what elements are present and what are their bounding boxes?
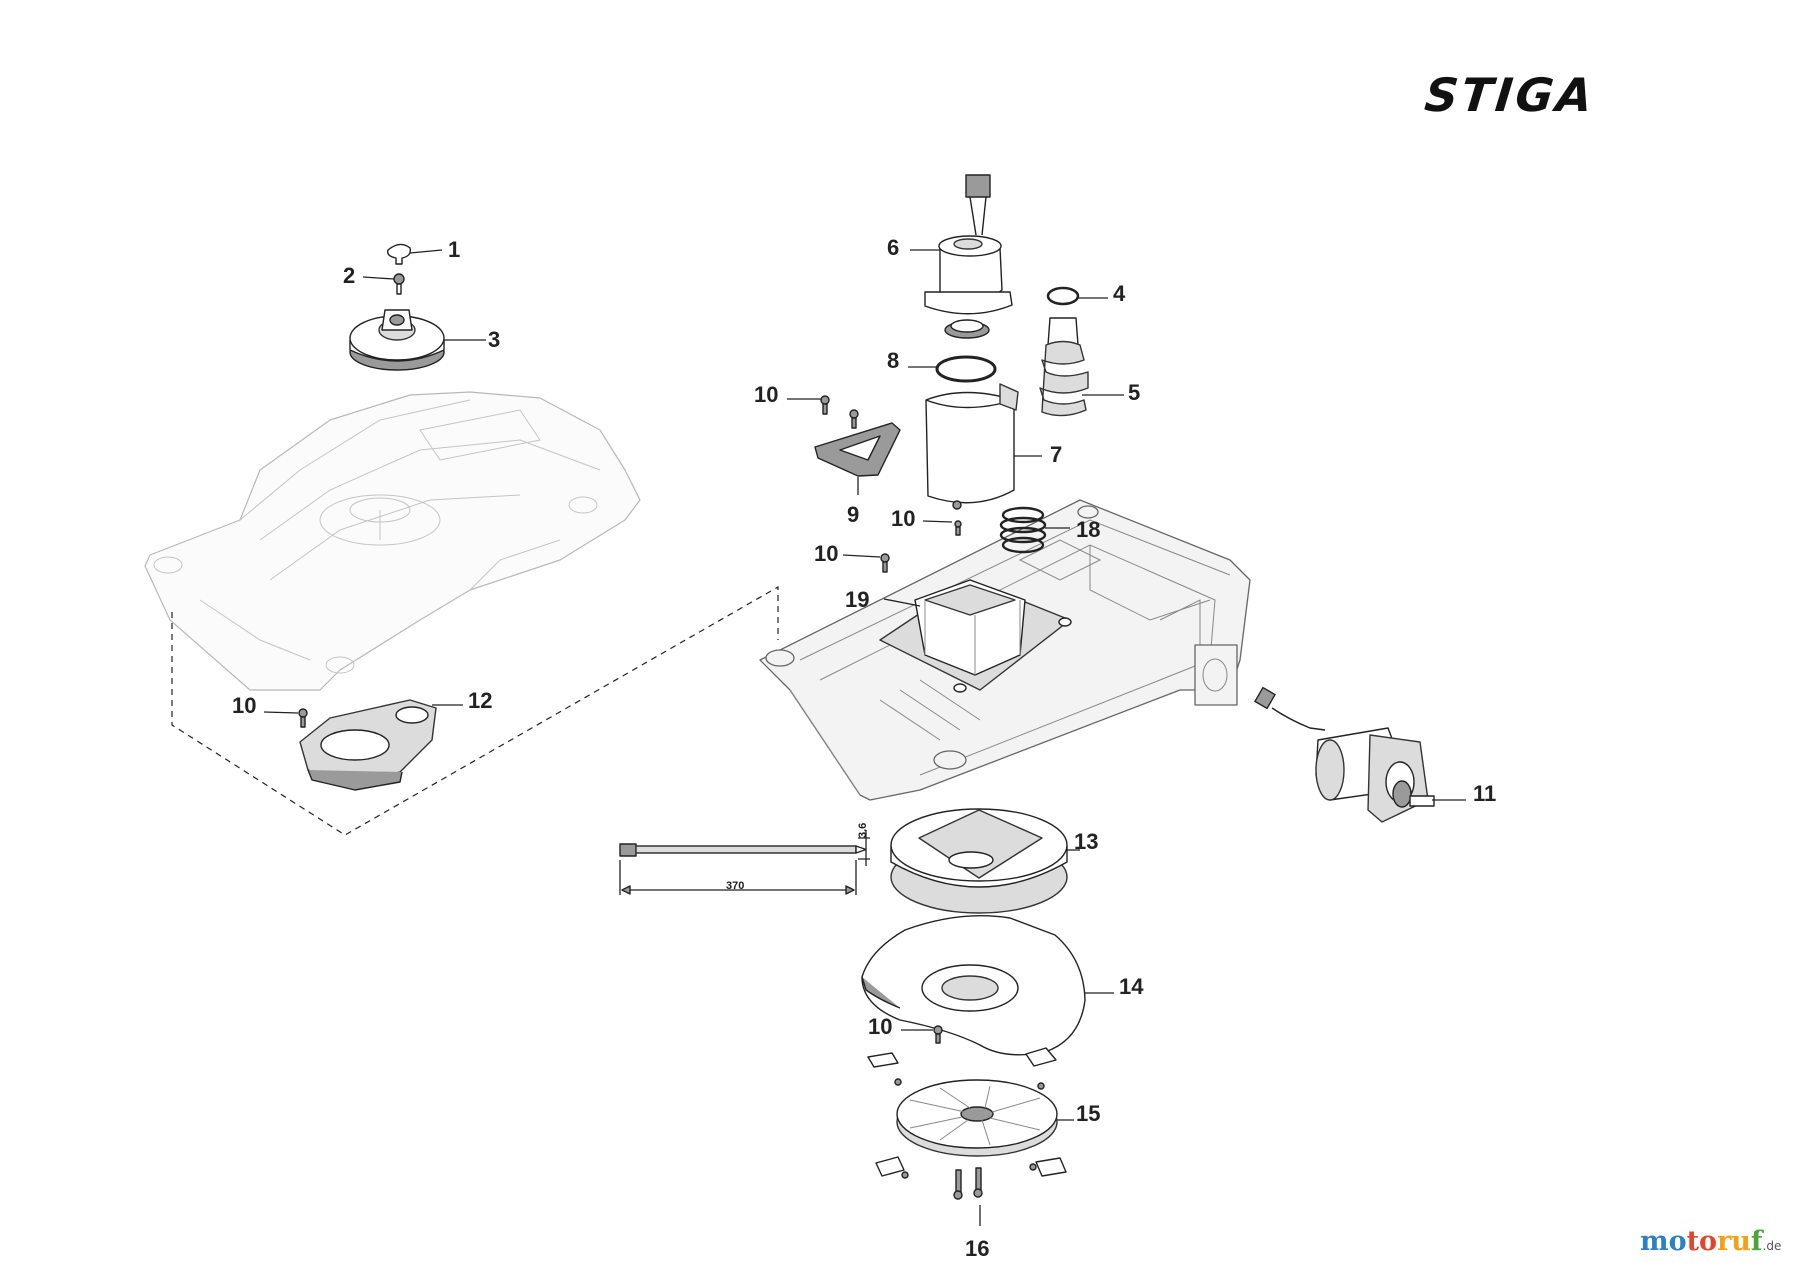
screw-2 — [393, 273, 405, 295]
callout-9: 9 — [847, 502, 859, 527]
o-ring-8 — [935, 355, 997, 383]
callout-18: 18 — [1076, 517, 1100, 542]
screw-10-d — [880, 553, 890, 573]
callout-10-c: 10 — [814, 541, 838, 566]
watermark-part-d: f — [1750, 1226, 1763, 1257]
height-dial — [349, 309, 445, 371]
watermark: motoruf.de — [1640, 1226, 1781, 1257]
callout-1: 1 — [448, 237, 460, 262]
bellows — [1039, 317, 1089, 417]
callout-12: 12 — [468, 688, 492, 713]
callout-7: 7 — [1050, 442, 1062, 467]
callout-8: 8 — [887, 348, 899, 373]
height-actuator — [1254, 686, 1435, 823]
chassis-housing — [759, 499, 1251, 801]
blade-disc — [896, 1079, 1058, 1157]
callout-labels: 1 2 3 4 5 6 7 8 9 10 10 10 10 10 11 12 1… — [232, 235, 1496, 1261]
callout-2: 2 — [343, 263, 355, 288]
o-ring-4 — [1046, 286, 1080, 306]
callout-15: 15 — [1076, 1101, 1100, 1126]
blade-guard — [861, 915, 1086, 1056]
watermark-part-a: mo — [1640, 1226, 1687, 1257]
pulley — [890, 808, 1068, 914]
motor-can — [925, 383, 1019, 510]
callout-6: 6 — [887, 235, 899, 260]
screw-10-a — [820, 395, 830, 415]
watermark-part-c: ru — [1717, 1226, 1751, 1257]
upper-body-ghost — [144, 391, 641, 691]
callout-10-a: 10 — [754, 382, 778, 407]
callout-14: 14 — [1119, 974, 1144, 999]
spring — [999, 506, 1047, 554]
cable-tie — [619, 830, 870, 895]
callout-3: 3 — [488, 327, 500, 352]
callout-10-e: 10 — [868, 1014, 892, 1039]
watermark-tld: .de — [1762, 1239, 1782, 1253]
callout-5: 5 — [1128, 380, 1140, 405]
screw-10-f — [933, 1025, 943, 1044]
screw-10-e — [298, 708, 308, 728]
motor — [924, 174, 1013, 339]
bracket — [814, 422, 901, 477]
callout-10-d: 10 — [232, 693, 256, 718]
callout-16: 16 — [965, 1236, 989, 1261]
tie-length-label: 370 — [726, 880, 744, 892]
callout-10-b: 10 — [891, 506, 915, 531]
bearing-plate — [299, 699, 437, 791]
callout-19: 19 — [845, 587, 869, 612]
callout-11: 11 — [1473, 781, 1496, 806]
callout-13: 13 — [1074, 829, 1098, 854]
leader-lines — [263, 249, 1466, 1226]
watermark-part-b: to — [1686, 1226, 1718, 1257]
tie-width-label: 3.6 — [857, 823, 869, 838]
screws-16 — [953, 1167, 983, 1200]
screw-10-b — [849, 409, 859, 429]
callout-4: 4 — [1113, 281, 1126, 306]
height-knob — [386, 243, 412, 265]
screw-10-c — [954, 520, 962, 536]
blades — [867, 1047, 1067, 1179]
